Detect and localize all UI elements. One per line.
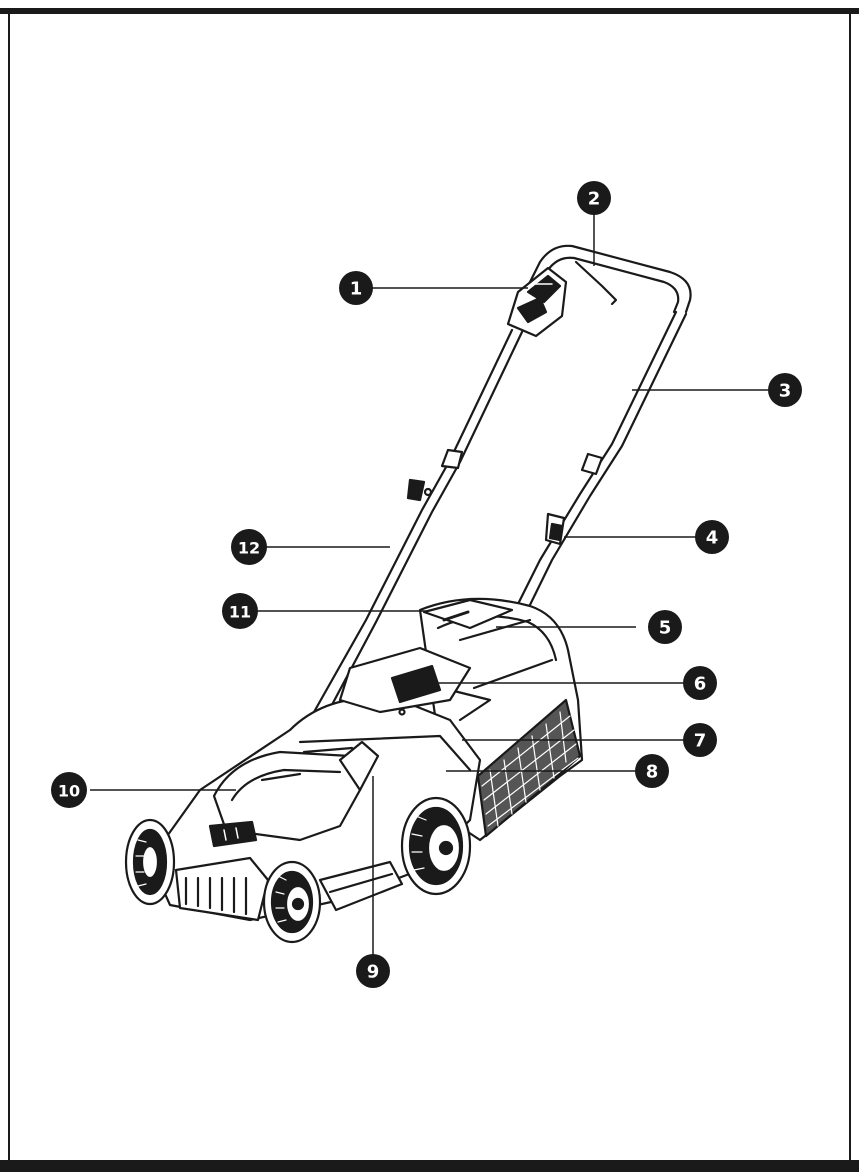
mower-illustration: [124, 244, 692, 944]
page-border: [0, 8, 859, 1172]
catcher-handle: [422, 598, 514, 630]
callout-4-label: 4: [706, 528, 719, 549]
callout-10-label: 10: [58, 782, 80, 801]
battery-pack: [212, 740, 380, 842]
height-adjust-lever: [318, 860, 404, 912]
front-right-wheel: [262, 860, 322, 944]
top-handle-bar: [510, 244, 692, 322]
callout-2: 2: [577, 181, 611, 215]
callout-5-label: 5: [659, 618, 672, 639]
callout-8: 8: [635, 754, 669, 788]
callout-12-label: 12: [238, 539, 260, 558]
callout-1-label: 1: [350, 279, 363, 300]
callout-6: 6: [683, 666, 717, 700]
left-handle-tube: [312, 328, 524, 718]
callout-12: 12: [231, 529, 267, 565]
callout-5: 5: [648, 610, 682, 644]
callout-11: 11: [222, 593, 258, 629]
callout-9-label: 9: [367, 962, 380, 983]
rear-right-wheel: [400, 796, 472, 896]
wheel-treads: [135, 815, 427, 923]
callout-11-label: 11: [229, 603, 251, 622]
front-left-wheel: [124, 818, 176, 906]
switch-box: [506, 266, 568, 338]
callout-8-label: 8: [646, 762, 659, 783]
callout-7-label: 7: [694, 731, 707, 752]
callout-7: 7: [683, 723, 717, 757]
callout-10: 10: [51, 772, 87, 808]
front-bumper: [174, 820, 270, 922]
callout-3-label: 3: [779, 381, 792, 402]
callout-6-label: 6: [694, 674, 707, 695]
leader-lines: [90, 214, 768, 955]
callout-9: 9: [356, 954, 390, 988]
callout-2-label: 2: [588, 189, 601, 210]
callout-1: 1: [339, 271, 373, 305]
callout-3: 3: [768, 373, 802, 407]
callout-4: 4: [695, 520, 729, 554]
